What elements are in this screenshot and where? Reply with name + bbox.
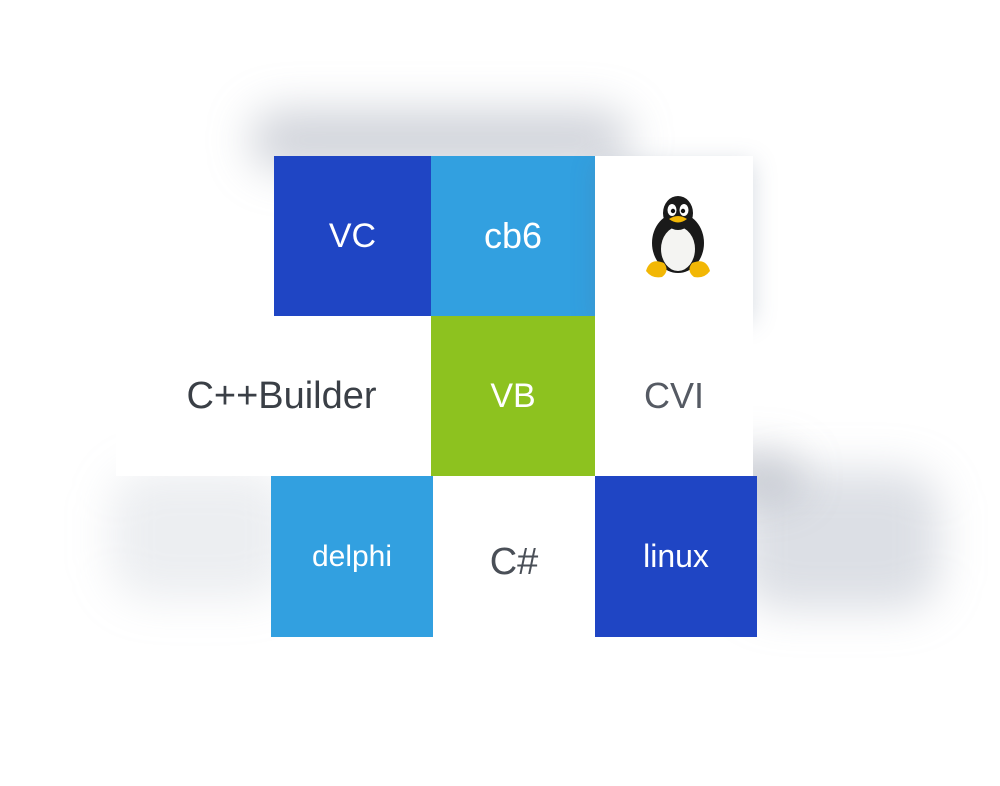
- tile-cpp-builder[interactable]: C++Builder: [116, 316, 431, 476]
- tile-csharp-label: C#: [489, 541, 539, 583]
- tile-linux-logo[interactable]: [595, 156, 753, 316]
- tile-cb6-label: cb6: [483, 215, 543, 256]
- bg-shadow-right: [740, 470, 940, 610]
- tile-csharp[interactable]: C#: [433, 476, 595, 637]
- tile-vc[interactable]: VC: [274, 156, 431, 316]
- tile-vc-label: VC: [328, 216, 377, 255]
- tile-linux[interactable]: linux: [595, 476, 757, 637]
- tile-cvi-label: CVI: [643, 375, 704, 416]
- bg-shadow-left: [110, 470, 290, 600]
- tile-cb6[interactable]: cb6: [431, 156, 595, 316]
- tile-linux-label: linux: [643, 538, 709, 574]
- tile-vb-label: VB: [490, 376, 536, 415]
- tile-cpp-builder-label: C++Builder: [186, 374, 377, 417]
- tile-delphi-label: delphi: [311, 539, 393, 573]
- tux-penguin-icon: [638, 191, 718, 281]
- tile-vb[interactable]: VB: [431, 316, 595, 476]
- tile-delphi[interactable]: delphi: [271, 476, 433, 637]
- tile-cvi[interactable]: CVI: [595, 316, 753, 476]
